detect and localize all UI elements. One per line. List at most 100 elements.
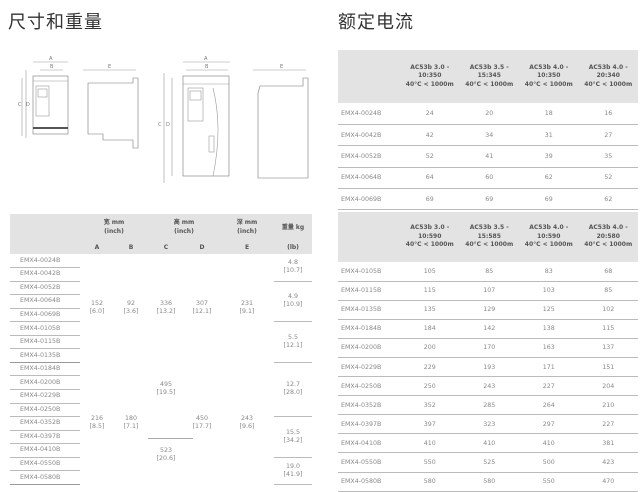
header-b: B	[114, 240, 148, 254]
model-cell: EMX4-0052B	[10, 281, 80, 296]
rating-value: 107	[459, 281, 519, 301]
rating-value: 410	[519, 433, 579, 454]
model-cell: EMX4-0115B	[10, 335, 80, 350]
rating-value: 229	[400, 357, 460, 378]
table-row: EMX4-0200B	[10, 375, 312, 390]
rating-value: 227	[578, 414, 638, 435]
model-cell: EMX4-0052B	[338, 145, 400, 168]
large-unit-side-drawing	[253, 69, 309, 179]
model-cell: EMX4-0580B	[338, 472, 400, 492]
small-unit-front-drawing	[21, 61, 69, 138]
model-cell: EMX4-0064B	[10, 294, 80, 309]
rating-value: 85	[459, 262, 519, 282]
weight-cell: 19.0[41.9]	[274, 457, 312, 485]
large-unit-front-drawing	[163, 61, 230, 183]
label-d: D	[26, 102, 30, 108]
model-cell: EMX4-0115B	[338, 281, 400, 301]
label-e-large: E	[280, 64, 283, 70]
weight-cell: 5.5[12.1]	[274, 321, 312, 363]
model-cell: EMX4-0352B	[338, 395, 400, 416]
rating-value: 352	[400, 395, 460, 416]
model-cell: EMX4-0229B	[338, 357, 400, 378]
dim-a: 152[6.0]	[89, 300, 105, 316]
table-row: EMX4-0135B	[10, 348, 312, 363]
header-width: 宽 mm(inch)	[80, 214, 148, 240]
model-cell: EMX4-0135B	[10, 348, 80, 363]
header-weight-unit: (lb)	[274, 240, 312, 254]
rating-value: 20	[459, 103, 519, 125]
model-cell: EMX4-0064B	[338, 167, 400, 190]
label-c: C	[18, 102, 22, 108]
rating-value: 69	[400, 188, 460, 211]
rating-value: 16	[578, 103, 638, 125]
label-a-large: A	[204, 56, 208, 62]
dim-a: 216[8.5]	[89, 415, 105, 431]
model-cell: EMX4-0042B	[10, 267, 80, 282]
rating-value: 151	[578, 357, 638, 378]
model-cell: EMX4-0250B	[10, 403, 80, 418]
rating-value: 525	[459, 452, 519, 473]
rating-value: 69	[519, 188, 579, 211]
rating-value: 227	[519, 376, 579, 397]
rating-value: 64	[400, 167, 460, 190]
dim-d: 450[17.7]	[192, 415, 212, 431]
model-cell: EMX4-0069B	[338, 188, 400, 211]
rating-value: 397	[400, 414, 460, 435]
model-cell: EMX4-0042B	[338, 124, 400, 147]
dim-b: 180[7.1]	[123, 415, 139, 431]
rating-value: 410	[400, 433, 460, 454]
model-cell: EMX4-0024B	[338, 103, 400, 125]
table-row: EMX4-0069B	[10, 308, 312, 323]
rating-value: 210	[578, 395, 638, 416]
rating-value: 105	[400, 262, 460, 282]
rating-value: 52	[400, 145, 460, 168]
dim-d: 307[12.1]	[192, 300, 212, 316]
rating-value: 103	[519, 281, 579, 301]
header-e: E	[220, 240, 274, 254]
table-row: EMX4-0580B	[10, 470, 312, 485]
table-row: EMX4-0052B 4.9[10.9]	[10, 281, 312, 323]
rating-value: 102	[578, 300, 638, 320]
divider	[148, 437, 193, 439]
model-cell: EMX4-0024B	[10, 254, 80, 269]
header-d: D	[184, 240, 220, 254]
rating-value: 580	[459, 472, 519, 492]
rating-value: 83	[519, 262, 579, 282]
model-cell: EMX4-0105B	[338, 262, 400, 282]
rating-value: 69	[459, 188, 519, 211]
table-row: EMX4-0410B	[10, 443, 312, 458]
model-cell: EMX4-0229B	[10, 389, 80, 404]
label-d-large: D	[166, 122, 170, 128]
rating-value: 170	[459, 338, 519, 358]
rating-value: 18	[519, 103, 579, 125]
rating-value: 129	[459, 300, 519, 320]
dimensions-table: 宽 mm(inch) 高 mm(inch) 深 mm(inch) 重量 kg A…	[10, 214, 312, 485]
rating-value: 204	[578, 376, 638, 397]
rating-value: 125	[519, 300, 579, 320]
header-blank	[10, 214, 80, 240]
model-cell: EMX4-0580B	[10, 470, 80, 485]
model-cell: EMX4-0410B	[10, 443, 80, 458]
rating-value: 138	[519, 319, 579, 339]
current-ratings-title: 额定电流	[338, 12, 414, 33]
small-unit-side-drawing	[83, 69, 139, 149]
weight-cell: 4.9[10.9]	[274, 281, 312, 323]
label-b-large: B	[205, 64, 209, 70]
rating-value: 137	[578, 338, 638, 358]
